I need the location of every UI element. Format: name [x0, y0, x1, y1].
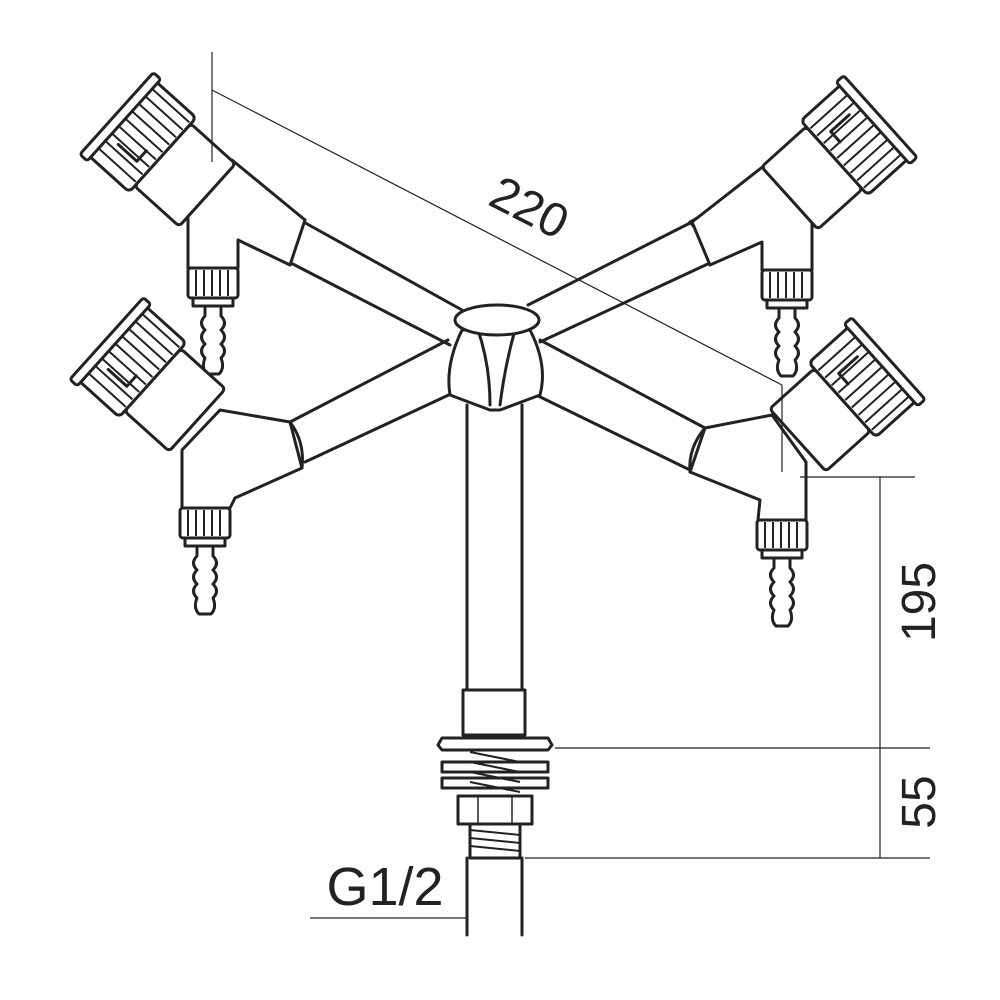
valve-lower-left	[68, 296, 304, 616]
vertical-stem	[436, 403, 554, 937]
central-hub	[447, 303, 544, 412]
valve-upper-right	[690, 74, 919, 378]
valve-upper-left	[78, 71, 307, 376]
dimension-height: 195 55	[525, 476, 946, 859]
upper-height-label: 195	[893, 562, 946, 642]
arm-lower-right	[528, 338, 721, 477]
dimension-thread: G1/2	[310, 857, 467, 919]
lower-height-label: 55	[893, 775, 946, 828]
thread-size-label: G1/2	[326, 857, 443, 917]
arm-lower-left	[271, 338, 457, 472]
valve-lower-right	[688, 316, 927, 628]
